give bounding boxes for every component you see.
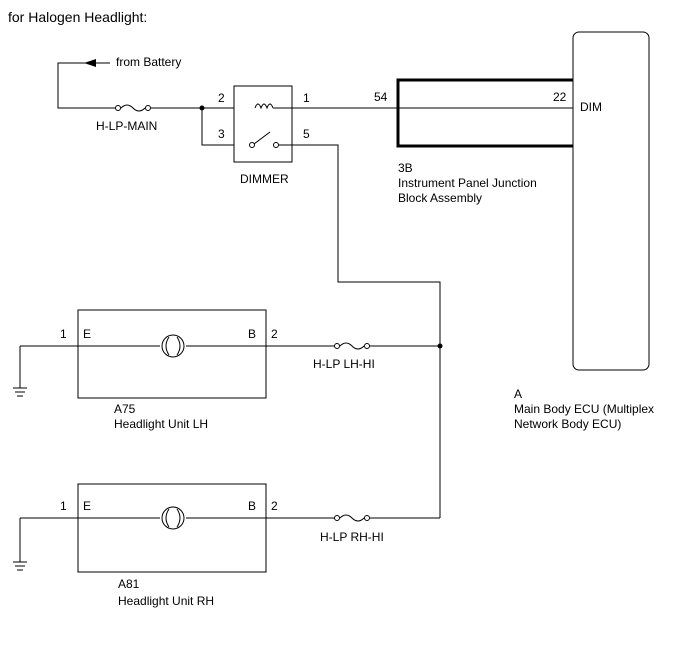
ground-icon-lh — [13, 346, 27, 397]
lh-label-b: B — [248, 327, 256, 341]
lh-code: A75 — [114, 402, 136, 416]
dimmer-pin-1: 1 — [303, 91, 310, 105]
dimmer-pin-5: 5 — [303, 127, 310, 141]
battery-label: from Battery — [116, 55, 181, 69]
arrow-icon — [84, 59, 96, 67]
junction-pin-22: 22 — [553, 90, 567, 104]
junction-block: 54 22 3B Instrument Panel Junction Block… — [374, 78, 576, 205]
junction-name-1: Instrument Panel Junction — [398, 176, 537, 190]
lh-pin-e: 1 — [60, 327, 67, 341]
diagram-title: for Halogen Headlight: — [8, 9, 147, 25]
fuse-lh-hi: H-LP LH-HI — [313, 342, 440, 371]
fuse-h-lp-main: H-LP-MAIN — [96, 104, 202, 133]
fuse-lh-label: H-LP LH-HI — [313, 357, 375, 371]
headlight-unit-rh: 1 E B 2 A81 Headlight Unit RH — [20, 483, 335, 608]
junction-name-2: Block Assembly — [398, 191, 482, 205]
junction-pin-54: 54 — [374, 90, 388, 104]
rh-code: A81 — [118, 577, 140, 591]
lh-label-e: E — [83, 327, 91, 341]
dimmer-name: DIMMER — [240, 172, 289, 186]
ecu-name-1: Main Body ECU (Multiplex — [514, 402, 654, 416]
lh-name: Headlight Unit LH — [114, 417, 208, 431]
ecu-name-2: Network Body ECU) — [514, 417, 621, 431]
rh-label-e: E — [83, 499, 91, 513]
rh-name: Headlight Unit RH — [118, 594, 214, 608]
lh-pin-b: 2 — [271, 327, 278, 341]
rh-pin-e: 1 — [60, 499, 67, 513]
fuse-rh-hi: H-LP RH-HI — [320, 514, 440, 544]
dimmer-pin-3: 3 — [218, 127, 225, 141]
dimmer-pin-2: 2 — [218, 91, 225, 105]
fuse-main-label: H-LP-MAIN — [96, 119, 157, 133]
bulb-icon — [165, 336, 181, 356]
ecu-pin-dim: DIM — [580, 100, 602, 114]
junction-code: 3B — [398, 161, 413, 175]
ecu-code: A — [514, 387, 522, 401]
dimmer-switch: DIMMER 2 3 1 5 — [218, 85, 310, 186]
bulb-icon — [165, 508, 181, 528]
ground-icon-rh — [13, 518, 27, 571]
battery-feed: from Battery — [57, 55, 181, 109]
rh-label-b: B — [248, 499, 256, 513]
main-body-ecu: DIM A Main Body ECU (Multiplex Network B… — [514, 31, 654, 431]
rh-pin-b: 2 — [271, 499, 278, 513]
fuse-rh-label: H-LP RH-HI — [320, 530, 384, 544]
headlight-unit-lh: 1 E B 2 A75 Headlight Unit LH — [20, 309, 335, 431]
